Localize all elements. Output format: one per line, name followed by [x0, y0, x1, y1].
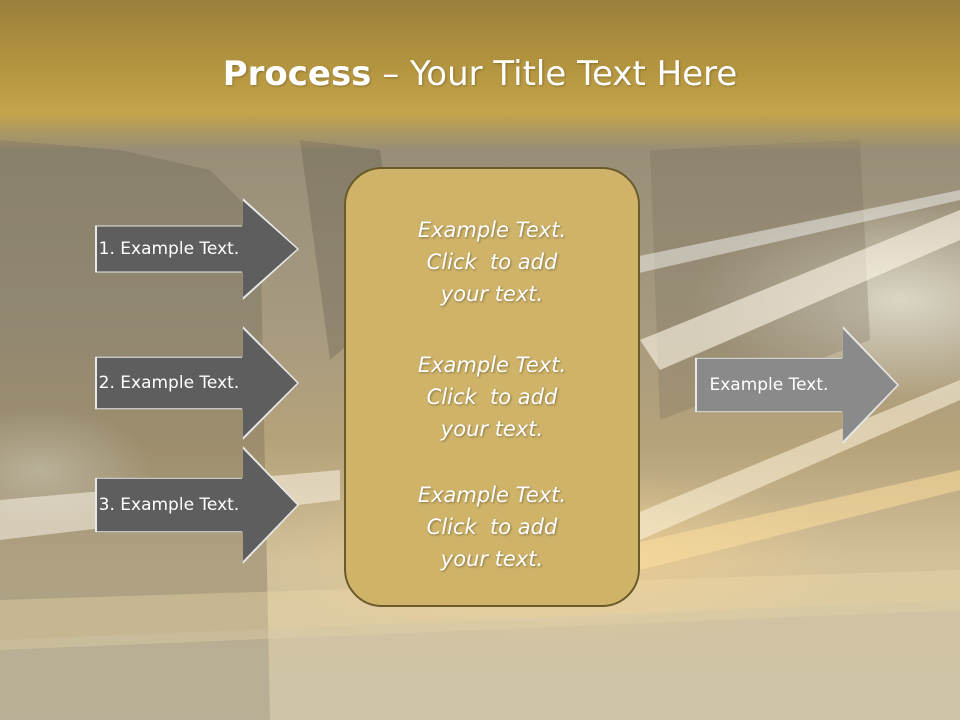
input-arrow-1-label: 1. Example Text.	[98, 239, 240, 259]
title-bold-word: Process	[222, 54, 372, 94]
input-arrow-2-label: 2. Example Text.	[98, 373, 240, 393]
center-paragraph-1-line-2: Click to add	[426, 250, 558, 274]
center-paragraph-3-line-2: Click to add	[426, 515, 558, 539]
title-band	[0, 0, 960, 150]
slide-title[interactable]: Process – Your Title Text Here	[0, 52, 960, 96]
center-paragraph-3-line-3: your text.	[440, 547, 544, 571]
output-arrow-label: Example Text.	[709, 375, 829, 395]
input-arrow-3-label: 3. Example Text.	[98, 495, 240, 515]
center-paragraph-1[interactable]: Example Text. Click to add your text.	[346, 214, 638, 310]
center-paragraph-2[interactable]: Example Text. Click to add your text.	[346, 349, 638, 445]
center-paragraph-2-line-2: Click to add	[426, 385, 558, 409]
center-paragraph-3-line-1: Example Text.	[417, 483, 567, 507]
title-rest-text: – Your Title Text Here	[371, 54, 738, 94]
center-paragraph-3[interactable]: Example Text. Click to add your text.	[346, 479, 638, 575]
center-paragraph-1-line-1: Example Text.	[417, 218, 567, 242]
center-paragraph-1-line-3: your text.	[440, 282, 544, 306]
center-paragraph-2-line-1: Example Text.	[417, 353, 567, 377]
process-center-box[interactable]: Example Text. Click to add your text. Ex…	[344, 167, 640, 607]
center-paragraph-2-line-3: your text.	[440, 417, 544, 441]
